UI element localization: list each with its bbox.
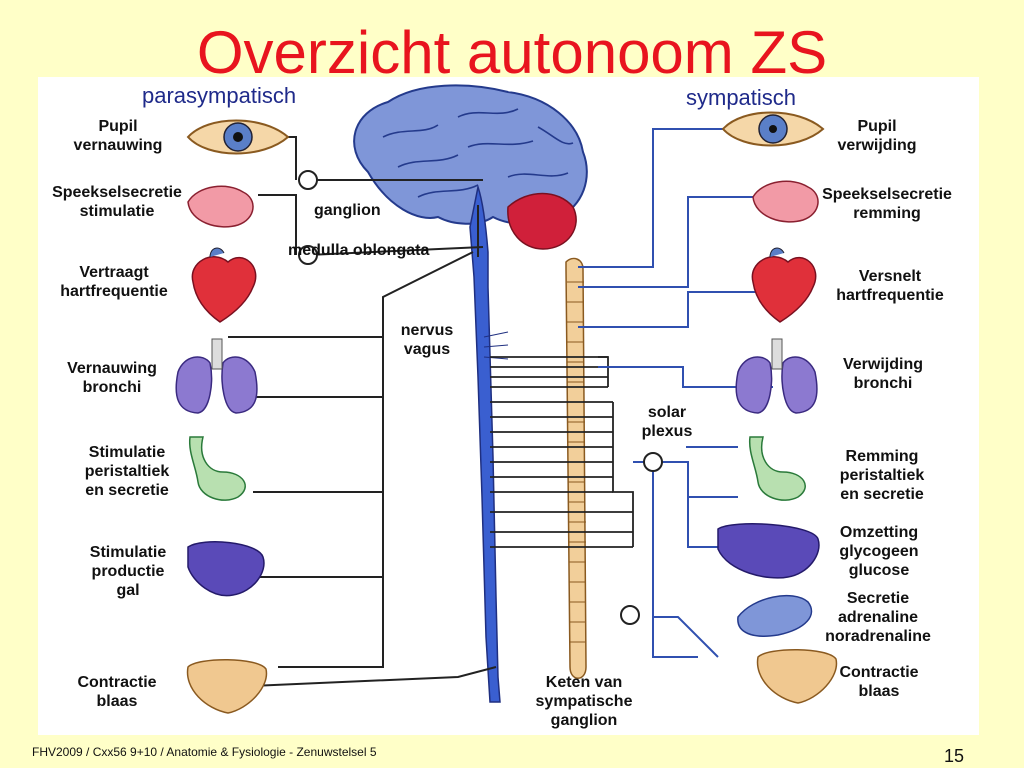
left-heart [191,247,257,323]
right-eye [721,111,825,147]
right-stomach [748,436,806,501]
ganglion-label: ganglion [314,202,381,219]
left-lungs [175,338,258,414]
spinal-cord [469,184,501,703]
right-lungs [735,338,818,414]
right-salivary-gland [752,180,819,223]
right-liver [717,523,820,579]
parasympathetic-header: parasympatisch [142,83,297,108]
sympathetic-header: sympatisch [686,85,797,110]
right-adrenal-gland [737,594,813,637]
left-salivary-gland [187,185,254,228]
slide-title: Overzicht autonoom ZS [196,19,828,86]
left-eye [186,119,290,155]
diagram-illustration [175,84,838,714]
brain [353,84,588,225]
spinal-to-chain-nerves [490,356,634,548]
left-liver [187,541,265,597]
sympathetic-chain [565,257,587,679]
cerebellum [507,192,577,250]
right-heart [751,247,817,323]
right-bladder [756,649,838,704]
left-stomach [188,436,246,501]
medulla-oblongata-label: medulla oblongata [288,242,430,259]
parasympathetic-nerves [198,136,497,688]
page-number: 15 [944,746,965,766]
left-bladder [186,659,268,714]
slide-footer: FHV2009 / Cxx56 9+10 / Anatomie & Fysiol… [32,745,377,759]
